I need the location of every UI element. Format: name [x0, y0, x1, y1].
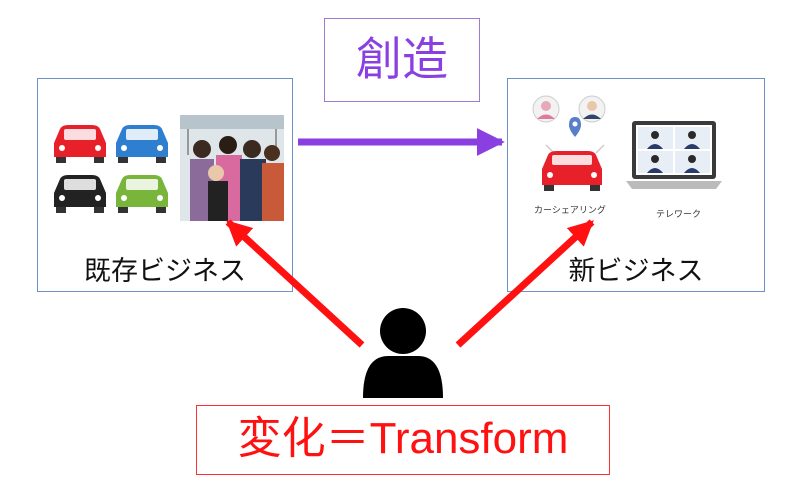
transform-arrow-left [225, 219, 365, 348]
telework-caption: テレワーク [656, 210, 702, 220]
transform-arrow-right [455, 219, 595, 348]
user-avatar-male-icon [578, 95, 606, 123]
car-red-icon [54, 125, 106, 163]
car-blue-icon [116, 125, 168, 163]
existing-business-box: 既存ビジネス [37, 78, 293, 292]
car-sharing-illustration [532, 95, 606, 191]
car-green-icon [116, 175, 168, 213]
transform-label: 変化＝Transform [196, 405, 610, 475]
new-business-label: 新ビジネス [568, 256, 704, 287]
creation-title: 創造 [324, 18, 480, 102]
shared-car-icon [542, 151, 602, 191]
telework-illustration [626, 121, 722, 189]
existing-business-illustration [54, 115, 284, 221]
user-avatar-female-icon [532, 95, 560, 123]
car-black-icon [54, 175, 106, 213]
crowded-train-icon [180, 115, 284, 221]
existing-business-label: 既存ビジネス [84, 256, 246, 287]
car-sharing-caption: カーシェアリング [534, 206, 606, 216]
video-call-participants-icon [638, 127, 710, 173]
location-pin-icon [569, 117, 581, 137]
person-icon [363, 308, 443, 398]
